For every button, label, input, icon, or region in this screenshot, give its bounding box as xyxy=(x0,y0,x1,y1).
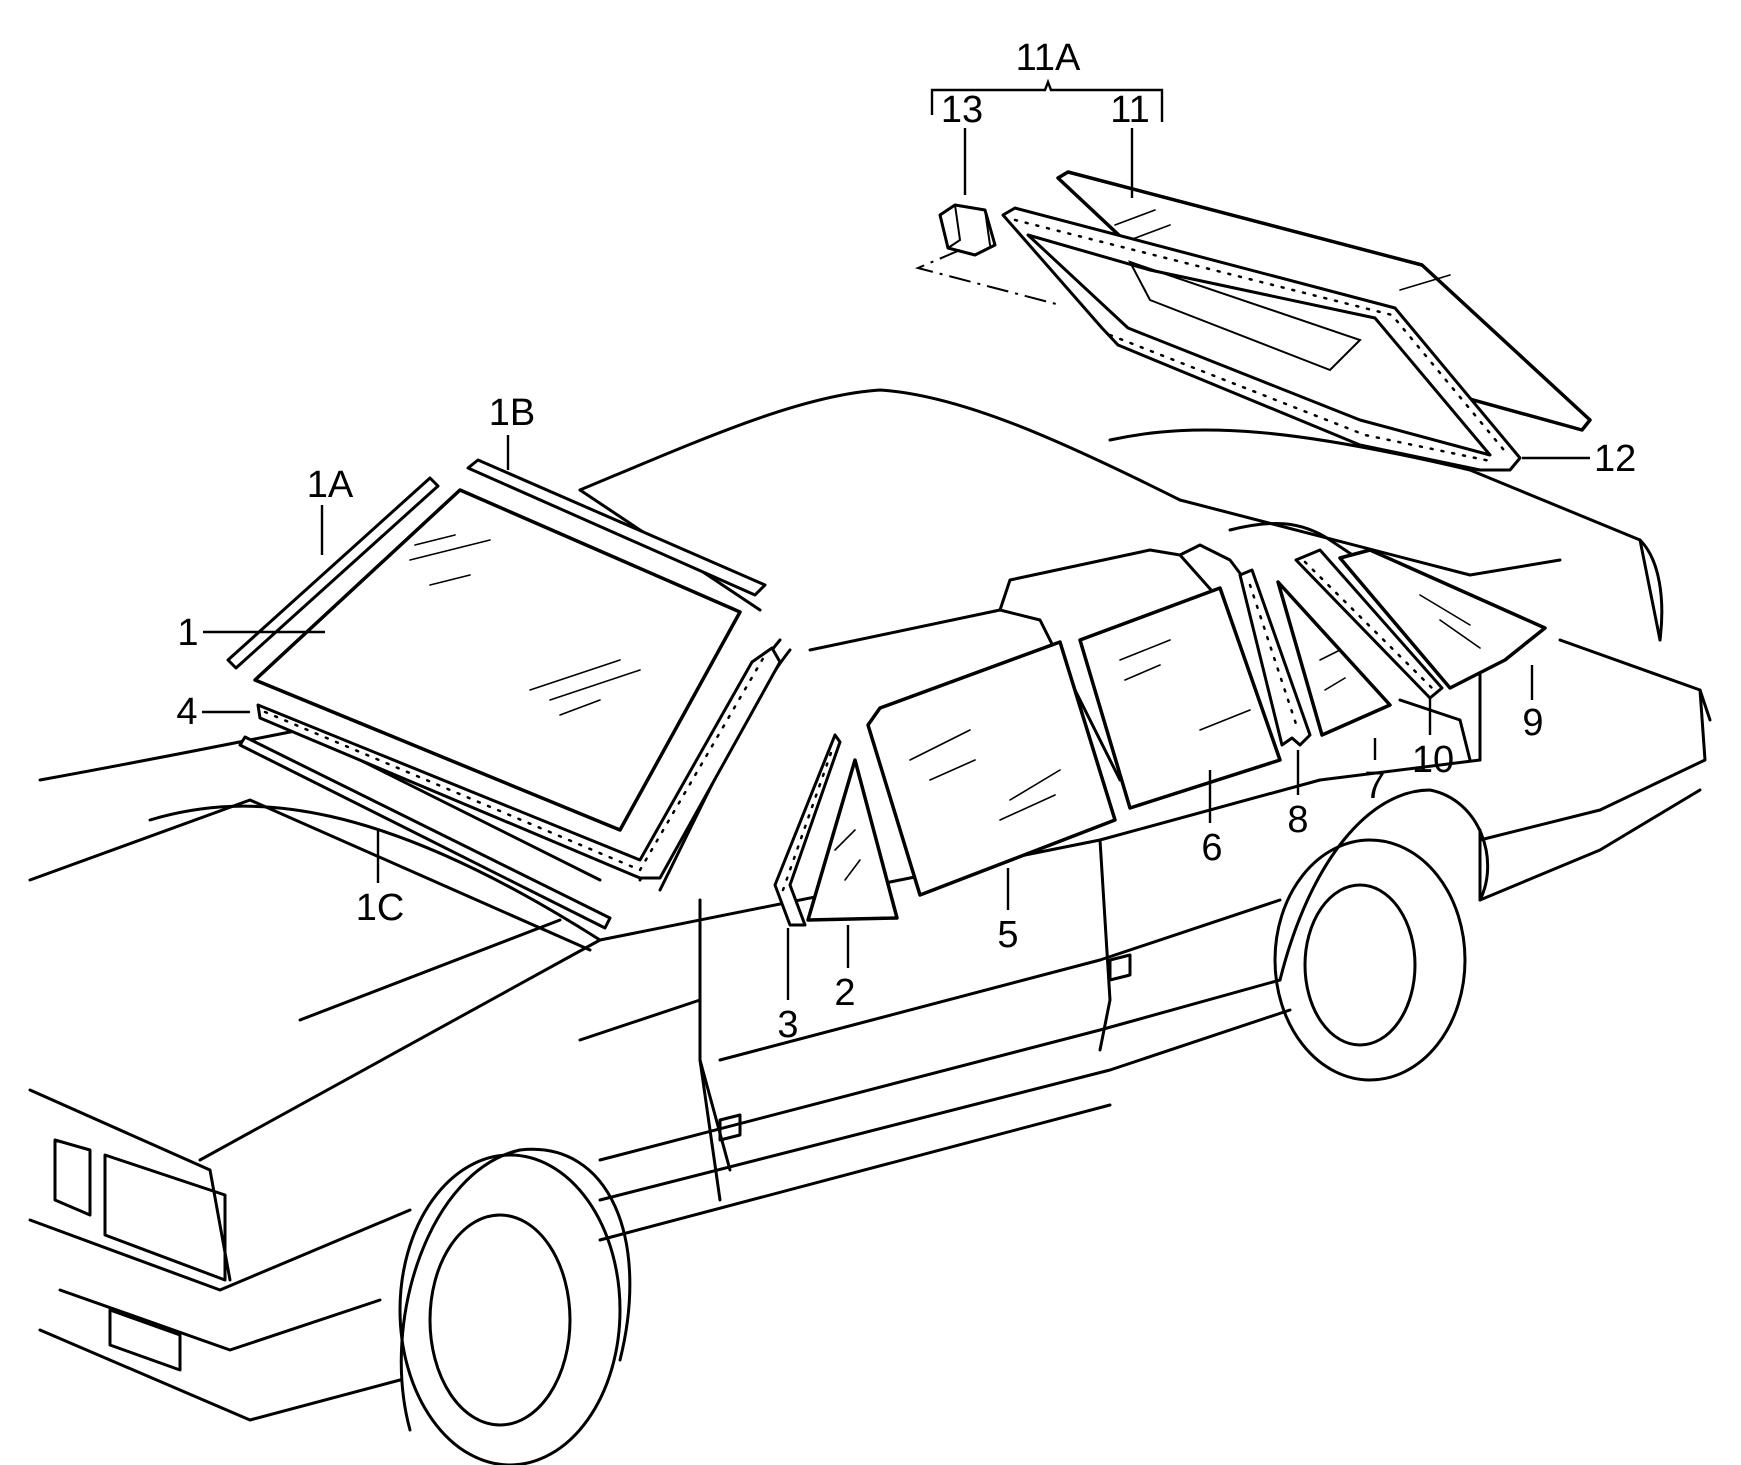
front-wheel xyxy=(398,1147,632,1465)
callout-10: 10 xyxy=(1412,739,1454,781)
callout-11A: 11A xyxy=(1016,37,1081,79)
callout-2: 2 xyxy=(834,972,855,1014)
part-2-quarter-glass xyxy=(806,758,899,922)
part-3-seal xyxy=(773,733,842,927)
callout-4: 4 xyxy=(176,691,197,733)
callout-1B: 1B xyxy=(489,392,535,434)
callout-6: 6 xyxy=(1201,827,1222,869)
callout-1A: 1A xyxy=(307,464,354,506)
part-6-rear-door-glass xyxy=(1078,586,1282,810)
clip-assembly-line xyxy=(914,249,1061,306)
bracket-11A xyxy=(930,78,1164,122)
windshield-hatching xyxy=(409,534,641,716)
leader-lines xyxy=(202,128,1590,1000)
callout-8: 8 xyxy=(1287,799,1308,841)
callout-labels: 11A 13 11 12 1B 1A 1 4 1C 2 3 5 6 7 8 9 … xyxy=(176,37,1636,1046)
part-1C-molding xyxy=(238,735,612,930)
callout-9: 9 xyxy=(1522,702,1543,744)
rear-wheel xyxy=(1273,788,1490,1082)
part-7-vent-glass xyxy=(1276,580,1392,737)
side-windows xyxy=(773,548,1547,927)
windshield-group xyxy=(226,458,782,930)
callout-5: 5 xyxy=(997,914,1018,956)
callout-7: 7 xyxy=(1364,765,1385,807)
callout-1: 1 xyxy=(177,612,198,654)
part-1-windshield-glass xyxy=(253,488,742,832)
car-body xyxy=(28,388,1712,1465)
callout-1C: 1C xyxy=(356,887,405,929)
part-9-rear-quarter-glass xyxy=(1338,548,1547,690)
rear-window-group xyxy=(914,78,1592,472)
callout-11: 11 xyxy=(1110,89,1149,131)
callout-3: 3 xyxy=(777,1004,798,1046)
part-4-seal xyxy=(256,646,782,880)
callout-13: 13 xyxy=(941,89,983,131)
part-5-front-door-glass xyxy=(866,640,1117,897)
callout-12: 12 xyxy=(1594,438,1636,480)
part-1A-molding xyxy=(226,476,440,670)
part-1B-molding xyxy=(466,458,767,597)
